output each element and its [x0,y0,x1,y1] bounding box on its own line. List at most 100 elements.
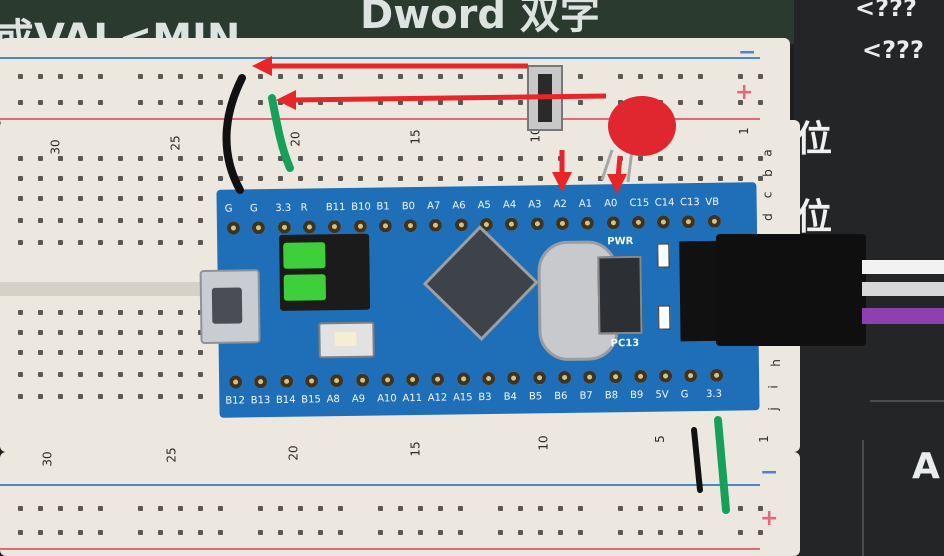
wire-purple [862,308,944,324]
breadboard-hole [598,156,603,161]
breadboard-hole [198,176,203,181]
breadboard-hole [18,330,23,335]
breadboard-hole [18,372,23,377]
breadboard-hole [178,100,183,105]
breadboard-hole [118,176,123,181]
breadboard-hole [618,100,623,105]
breadboard-hole [618,530,623,535]
breadboard-hole [18,74,23,79]
breadboard-hole [418,506,423,511]
breadboard-hole [38,506,43,511]
breadboard-hole [518,506,523,511]
dupont-connector [716,234,866,346]
breadboard-hole [158,196,163,201]
breadboard-hole [38,218,43,223]
breadboard-hole [338,506,343,511]
breadboard-hole [198,218,203,223]
breadboard-hole [578,100,583,105]
breadboard-hole [458,156,463,161]
breadboard-hole [238,156,243,161]
breadboard-hole [98,196,103,201]
breadboard-hole [498,74,503,79]
breadboard-hole [398,100,403,105]
breadboard-hole [138,530,143,535]
green-wire-bottom [714,416,730,514]
breadboard-hole [58,394,63,399]
breadboard-hole [438,100,443,105]
breadboard-hole [98,176,103,181]
breadboard-hole [498,530,503,535]
breadboard-hole [138,196,143,201]
breadboard-hole [178,196,183,201]
breadboard-hole [158,372,163,377]
breadboard-hole [698,506,703,511]
breadboard-hole [78,74,83,79]
breadboard-hole [58,74,63,79]
breadboard-hole [518,176,523,181]
breadboard-hole [678,100,683,105]
breadboard-hole [178,372,183,377]
breadboard-hole [738,530,743,535]
breadboard-hole [78,330,83,335]
breadboard-hole [58,240,63,245]
breadboard-hole [98,100,103,105]
breadboard-hole [278,74,283,79]
breadboard-hole [198,156,203,161]
corner-char: A [912,446,940,487]
breadboard-hole [218,530,223,535]
breadboard-hole [438,156,443,161]
breadboard-hole [738,100,743,105]
annotation-arrowhead [607,174,627,194]
breadboard-hole [98,240,103,245]
breadboard-hole [638,506,643,511]
breadboard-hole [758,506,763,511]
breadboard-hole [738,506,743,511]
breadboard-hole [98,530,103,535]
led-leg [626,149,634,183]
breadboard-hole [678,74,683,79]
breadboard-hole [338,176,343,181]
breadboard-hole [198,240,203,245]
breadboard-hole [658,156,663,161]
breadboard-hole [758,176,763,181]
breadboard-hole [178,330,183,335]
red-led [608,96,676,156]
breadboard-hole [118,196,123,201]
breadboard-hole [18,176,23,181]
mat-grid-line [870,400,944,402]
breadboard-hole [258,506,263,511]
breadboard-hole [438,506,443,511]
breadboard-hole [218,74,223,79]
breadboard-hole [638,530,643,535]
breadboard-hole [78,176,83,181]
breadboard-hole [118,372,123,377]
breadboard-hole [198,350,203,355]
breadboard-hole [118,240,123,245]
breadboard-hole [458,74,463,79]
breadboard-hole [378,100,383,105]
breadboard-hole [298,100,303,105]
breadboard-hole [38,196,43,201]
breadboard-hole [158,310,163,315]
breadboard-bottom-rail [0,452,800,556]
breadboard-hole [38,394,43,399]
breadboard-hole [678,156,683,161]
breadboard-hole [438,74,443,79]
breadboard-hole [418,530,423,535]
breadboard-hole [578,506,583,511]
breadboard-hole [518,74,523,79]
breadboard-hole [158,156,163,161]
blue-rail-line-top [0,57,760,59]
black-jumper-wire [222,74,246,194]
breadboard-hole [18,350,23,355]
breadboard-hole [698,176,703,181]
breadboard-hole [158,240,163,245]
breadboard-hole [338,74,343,79]
breadboard-hole [78,372,83,377]
breadboard-hole [538,176,543,181]
breadboard-hole [58,196,63,201]
breadboard-hole [278,506,283,511]
breadboard-hole [718,176,723,181]
breadboard-hole [118,330,123,335]
breadboard-hole [178,240,183,245]
